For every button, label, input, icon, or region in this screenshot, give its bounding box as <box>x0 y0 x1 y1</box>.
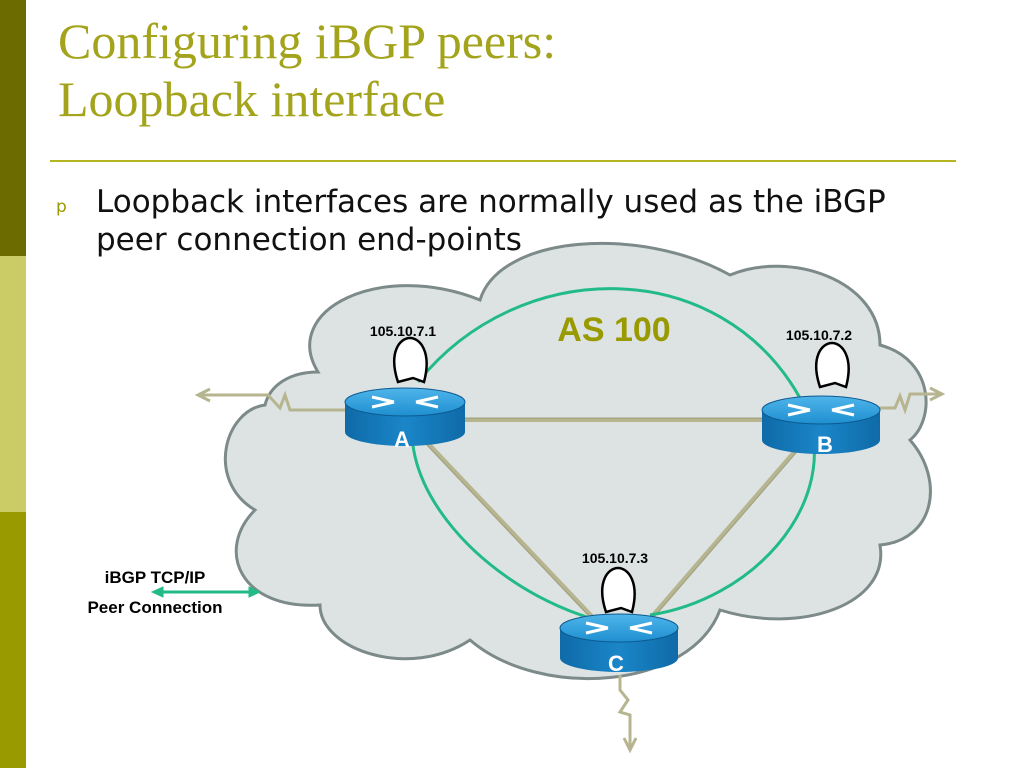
loopback-address-c: 105.10.7.3 <box>582 550 648 566</box>
router-b-icon <box>761 395 881 454</box>
legend-arrow-icon <box>150 586 262 598</box>
loopback-icon-a <box>393 336 428 384</box>
side-bar-top <box>0 0 26 256</box>
ibgp-b-c <box>649 419 816 617</box>
side-bar-bottom <box>0 512 26 768</box>
loopback-icon-c <box>601 566 636 614</box>
as-label: AS 100 <box>557 311 670 349</box>
legend-line-1: iBGP TCP/IP <box>105 568 206 587</box>
loopback-address-a: 105.10.7.1 <box>370 323 436 339</box>
router-c-icon <box>559 613 679 672</box>
loopback-address-b: 105.10.7.2 <box>786 327 852 343</box>
side-bar-middle <box>0 256 26 512</box>
external-link-right <box>878 386 946 415</box>
router-a-icon <box>344 387 466 446</box>
physical-links <box>405 418 818 632</box>
loopback-icon-b <box>815 341 850 389</box>
router-b-label: B <box>817 432 833 457</box>
bullet-text: Loopback interfaces are normally used as… <box>96 184 886 258</box>
title-line-2: Loopback interface <box>58 71 446 127</box>
title-line-1: Configuring iBGP peers: <box>58 13 557 69</box>
legend-line-2: Peer Connection <box>87 598 222 617</box>
router-a-label: A <box>394 427 410 452</box>
link-b-c <box>638 443 802 632</box>
slide-title: Configuring iBGP peers: Loopback interfa… <box>58 12 556 128</box>
external-link-bottom <box>617 675 638 754</box>
router-c-label: C <box>608 651 624 676</box>
bullet-icon: p <box>56 197 67 217</box>
external-link-left <box>194 387 345 412</box>
link-a-c <box>423 438 607 632</box>
ibgp-a-b <box>416 287 802 399</box>
title-divider <box>50 160 956 162</box>
